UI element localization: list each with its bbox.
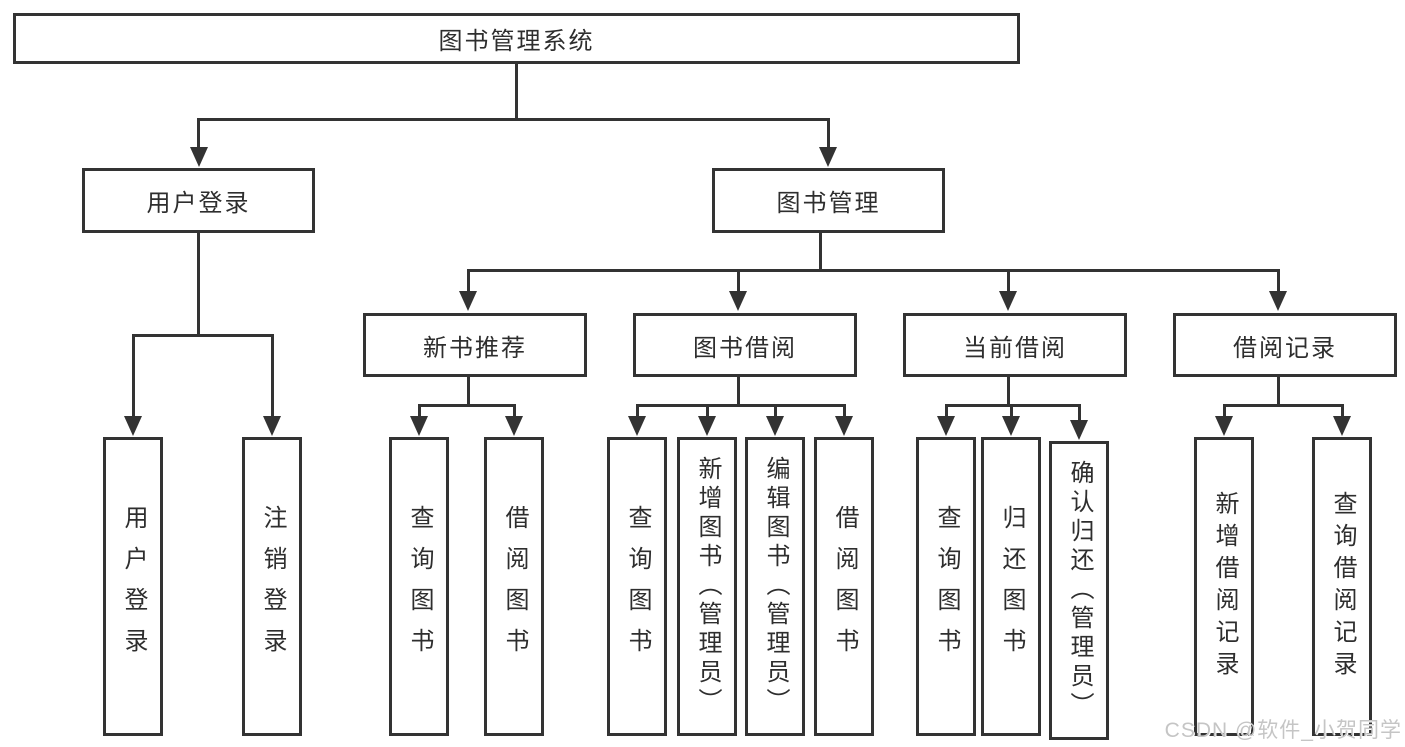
arrowhead-down: [410, 416, 428, 436]
connector-drop: [945, 404, 948, 417]
node-user-login: 用户登录: [82, 168, 315, 233]
connector-drop: [1007, 269, 1010, 294]
connector-drop: [636, 404, 639, 417]
connector-drop: [467, 269, 470, 294]
leaf-label: 编辑图书（管理员）: [762, 456, 789, 717]
leaf-label: 新增图书（管理员）: [694, 456, 721, 717]
leaf-borrow-books-recommend: 借阅图书: [484, 437, 544, 736]
connector-drop: [1341, 404, 1344, 417]
leaf-label: 查询图书: [406, 504, 433, 669]
connector-group-stub: [1007, 375, 1010, 407]
leaf-label: 查询借阅记录: [1329, 490, 1356, 683]
leaf-query-books-recommend: 查询图书: [389, 437, 449, 736]
arrowhead-down: [729, 291, 747, 311]
arrowhead-down: [124, 416, 142, 436]
node-label: 借阅记录: [1233, 334, 1337, 362]
leaf-label: 借阅图书: [831, 504, 858, 669]
node-label: 当前借阅: [963, 334, 1067, 362]
connector-group-stub: [1277, 375, 1280, 407]
connector-drop: [1277, 269, 1280, 294]
node-borrowing-records: 借阅记录: [1173, 313, 1397, 377]
connector-drop: [418, 404, 421, 417]
leaf-edit-book-admin: 编辑图书（管理员）: [745, 437, 805, 736]
connector-group-bar: [1223, 404, 1344, 407]
csdn-watermark: CSDN @软件_小贺同学: [1164, 719, 1402, 742]
node-label: 新书推荐: [423, 334, 527, 362]
leaf-label: 用户登录: [120, 504, 147, 669]
connector-group-stub: [737, 375, 740, 407]
leaf-label: 查询图书: [624, 504, 651, 669]
leaf-label: 注销登录: [259, 504, 286, 669]
arrowhead-down: [628, 416, 646, 436]
arrowhead-down: [1070, 420, 1088, 440]
node-label: 图书管理系统: [438, 28, 595, 55]
leaf-label: 归还图书: [998, 504, 1025, 669]
arrowhead-down: [937, 416, 955, 436]
connector-drop: [271, 334, 274, 418]
node-label: 图书借阅: [693, 334, 797, 362]
arrowhead-down: [1002, 416, 1020, 436]
connector-userlogin-stub: [197, 232, 200, 336]
leaf-confirm-return-admin: 确认归还（管理员）: [1049, 441, 1109, 740]
leaf-query-borrow-record: 查询借阅记录: [1312, 437, 1372, 736]
leaf-label: 确认归还（管理员）: [1066, 460, 1093, 721]
leaf-add-book-admin: 新增图书（管理员）: [677, 437, 737, 736]
leaf-user-login: 用户登录: [103, 437, 163, 736]
arrowhead-down: [190, 147, 208, 167]
node-book-management: 图书管理: [712, 168, 945, 233]
connector-drop: [774, 404, 777, 417]
leaf-borrow-books: 借阅图书: [814, 437, 874, 736]
connector-root-stub: [515, 64, 518, 120]
connector-group-bar: [418, 404, 516, 407]
arrowhead-down: [459, 291, 477, 311]
leaf-return-book: 归还图书: [981, 437, 1041, 736]
connector-userlogin-bar: [132, 334, 274, 337]
connector-drop: [706, 404, 709, 417]
arrowhead-down: [1333, 416, 1351, 436]
node-label: 图书管理: [776, 190, 881, 217]
connector-drop: [737, 269, 740, 294]
connector-drop: [197, 118, 200, 150]
arrowhead-down: [505, 416, 523, 436]
arrowhead-down: [835, 416, 853, 436]
node-current-borrowing: 当前借阅: [903, 313, 1127, 377]
arrowhead-down: [698, 416, 716, 436]
leaf-label: 借阅图书: [501, 504, 528, 669]
arrowhead-down: [999, 291, 1017, 311]
connector-group-bar: [636, 404, 846, 407]
connector-drop: [843, 404, 846, 417]
arrowhead-down: [1215, 416, 1233, 436]
connector-drop: [1078, 404, 1081, 421]
connector-level2-bar: [197, 118, 830, 121]
node-book-borrowing: 图书借阅: [633, 313, 857, 377]
leaf-label: 新增借阅记录: [1211, 490, 1238, 683]
leaf-label: 查询图书: [933, 504, 960, 669]
connector-drop: [1010, 404, 1013, 417]
connector-drop: [513, 404, 516, 417]
node-new-book-recommend: 新书推荐: [363, 313, 587, 377]
connector-drop: [132, 334, 135, 418]
connector-drop: [1223, 404, 1226, 417]
arrowhead-down: [819, 147, 837, 167]
leaf-logout: 注销登录: [242, 437, 302, 736]
connector-group-bar: [945, 404, 1081, 407]
arrowhead-down: [1269, 291, 1287, 311]
node-label: 用户登录: [146, 190, 251, 217]
arrowhead-down: [766, 416, 784, 436]
connector-drop: [827, 118, 830, 150]
leaf-query-books-current: 查询图书: [916, 437, 976, 736]
connector-group-stub: [467, 375, 470, 407]
connector-bookmgmt-stub: [819, 232, 822, 271]
arrowhead-down: [263, 416, 281, 436]
connector-level3-bar: [467, 269, 1280, 272]
leaf-query-books-borrowing: 查询图书: [607, 437, 667, 736]
node-library-system: 图书管理系统: [13, 13, 1020, 64]
leaf-add-borrow-record: 新增借阅记录: [1194, 437, 1254, 736]
